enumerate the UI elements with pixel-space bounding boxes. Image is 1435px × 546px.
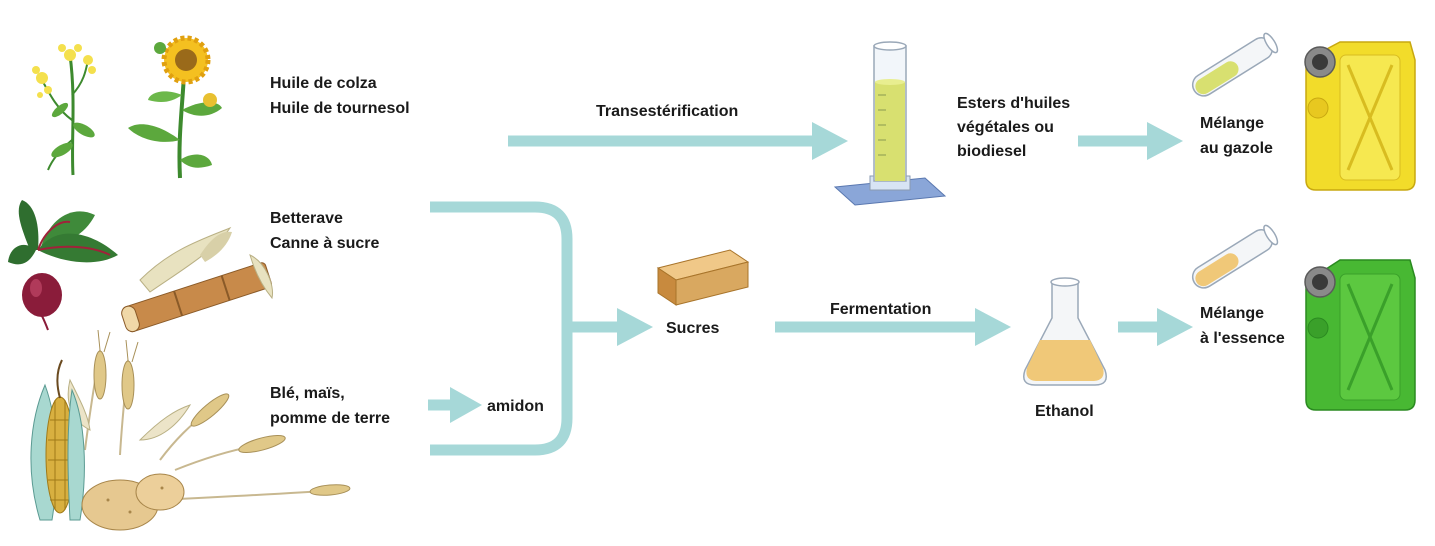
beet-icon <box>8 200 118 331</box>
potato-icon <box>81 473 185 531</box>
starch-source-line1: Blé, maïs, <box>270 385 345 402</box>
petrol-blend-line1: Mélange <box>1200 305 1265 322</box>
sugar-source-beet: Betterave <box>270 210 343 227</box>
sugars-label: Sucres <box>666 320 720 337</box>
sugar-cane-icon <box>121 226 274 333</box>
esters-line3: biodiesel <box>957 143 1027 160</box>
starch-source-line2: pomme de terre <box>270 410 391 427</box>
jerry-can-green-icon <box>1304 259 1416 411</box>
jerry-can-yellow-icon <box>1304 41 1416 191</box>
arrow-transesterification <box>508 122 848 160</box>
graduated-cylinder-icon <box>833 41 947 206</box>
corn-icon <box>30 359 85 521</box>
fermentation-label: Fermentation <box>830 301 932 318</box>
wheat-icon <box>67 329 351 501</box>
arrow-to-diesel-blend <box>1078 122 1183 160</box>
transesterification-label: Transestérification <box>596 103 739 120</box>
esters-line1: Esters d'huiles <box>957 95 1071 112</box>
test-tube-petrol-icon <box>1191 224 1279 289</box>
arrow-to-petrol-blend <box>1118 308 1193 346</box>
oil-sources-label: Huile de colza Huile de tournesol <box>270 71 410 121</box>
petrol-blend-line2: à l'essence <box>1200 330 1285 347</box>
sunflower-plant-icon <box>128 35 222 179</box>
sugar-source-cane: Canne à sucre <box>270 235 380 252</box>
diesel-blend-label: Mélange au gazole <box>1200 111 1273 161</box>
sugar-sources-label: Betterave Canne à sucre <box>270 206 379 256</box>
ethanol-label: Ethanol <box>1035 403 1094 420</box>
arrow-to-amidon <box>428 387 482 423</box>
test-tube-diesel-icon <box>1191 32 1279 97</box>
esters-line2: végétales ou <box>957 119 1054 136</box>
arrow-sugar-merge <box>430 201 653 456</box>
diesel-blend-line2: au gazole <box>1200 140 1273 157</box>
diesel-blend-line1: Mélange <box>1200 115 1265 132</box>
rapeseed-plant-icon <box>32 44 96 176</box>
petrol-blend-label: Mélange à l'essence <box>1200 301 1285 351</box>
oil-source-rapeseed: Huile de colza <box>270 75 377 92</box>
sugar-block-icon <box>656 249 750 306</box>
starch-sources-label: Blé, maïs, pomme de terre <box>270 381 390 431</box>
esters-label: Esters d'huiles végétales ou biodiesel <box>957 92 1070 164</box>
oil-source-sunflower: Huile de tournesol <box>270 100 410 117</box>
amidon-label: amidon <box>487 398 544 415</box>
erlenmeyer-flask-icon <box>1023 277 1107 386</box>
arrow-fermentation <box>775 308 1011 346</box>
